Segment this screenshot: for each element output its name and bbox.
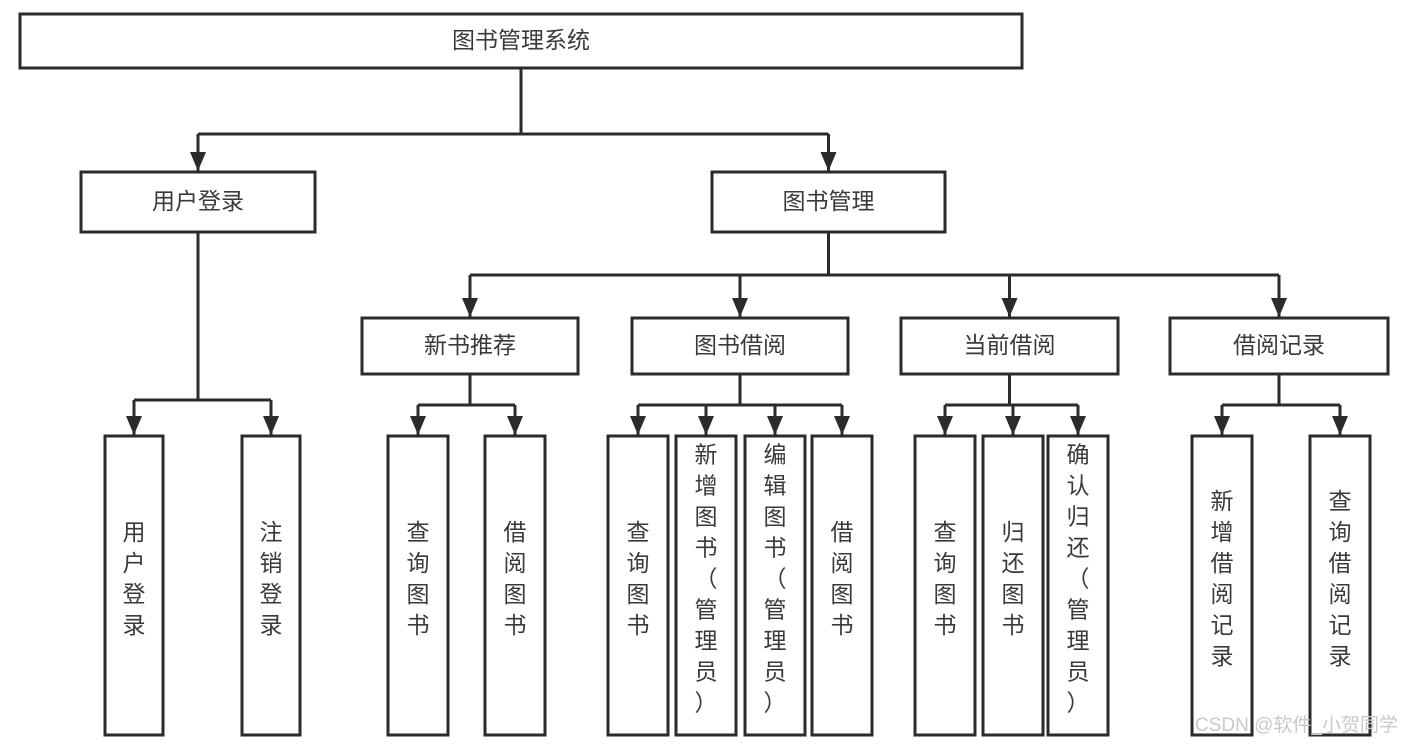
arrow-head-icon <box>630 416 646 435</box>
node-box-leaf-query-book-rec <box>386 434 450 737</box>
node-borrow-record[interactable]: 借阅记录 <box>1168 316 1390 376</box>
arrow-head-icon <box>1332 416 1348 435</box>
node-box-leaf-add-book-admin <box>674 434 738 737</box>
node-leaf-add-book-admin[interactable]: 新增图书（管理员） <box>674 434 738 737</box>
node-label-leaf-query-borrow-record: 查询借阅记录 <box>1329 488 1352 669</box>
node-box-new-book-recommend <box>360 316 580 376</box>
node-leaf-query-borrow-record[interactable]: 查询借阅记录 <box>1308 434 1372 737</box>
node-leaf-borrow-book[interactable]: 借阅图书 <box>810 434 874 737</box>
node-root[interactable]: 图书管理系统 <box>18 12 1024 70</box>
node-box-leaf-query-book-borrow <box>606 434 670 737</box>
node-box-leaf-return-book <box>981 434 1045 737</box>
arrow-head-icon <box>1005 416 1021 435</box>
node-box-borrow-record <box>1168 316 1390 376</box>
node-box-leaf-user-login <box>103 434 165 737</box>
node-label-leaf-user-logout: 注销登录 <box>260 519 283 638</box>
node-label-leaf-user-login: 用户登录 <box>123 519 146 638</box>
arrow-head-icon <box>126 416 142 435</box>
arrow-head-icon <box>732 298 748 317</box>
node-label-borrow-record: 借阅记录 <box>1233 332 1325 358</box>
node-box-leaf-add-borrow-record <box>1190 434 1254 737</box>
node-box-leaf-query-book-current <box>913 434 977 737</box>
node-label-leaf-borrow-book: 借阅图书 <box>831 519 854 638</box>
node-label-leaf-return-book: 归还图书 <box>1002 519 1025 638</box>
node-label-leaf-query-book-current: 查询图书 <box>934 519 957 638</box>
node-label-current-borrow: 当前借阅 <box>964 332 1056 358</box>
arrow-head-icon <box>263 416 279 435</box>
csdn-watermark: CSDN @软件_小贺同学 <box>1195 714 1398 736</box>
node-label-leaf-query-book-rec: 查询图书 <box>407 519 430 638</box>
node-leaf-query-book-rec[interactable]: 查询图书 <box>386 434 450 737</box>
node-box-leaf-user-logout <box>240 434 302 737</box>
connector-lines-layer <box>126 68 1348 435</box>
arrow-head-icon <box>462 298 478 317</box>
nodes-layer: 新书推荐图书借阅当前借阅借阅记录用户登录注销登录查询图书借阅图书查询图书新增图书… <box>18 12 1390 737</box>
node-current-borrow[interactable]: 当前借阅 <box>899 316 1120 376</box>
node-label-leaf-confirm-return-admin: 确认归还（管理员） <box>1067 442 1090 716</box>
node-leaf-query-book-current[interactable]: 查询图书 <box>913 434 977 737</box>
node-box-root <box>18 12 1024 70</box>
node-label-book-borrow: 图书借阅 <box>694 332 786 358</box>
node-box-book-management <box>710 170 947 234</box>
node-label-book-management: 图书管理 <box>783 188 875 214</box>
arrow-head-icon <box>1001 298 1018 317</box>
node-label-leaf-borrow-book-rec: 借阅图书 <box>504 519 527 638</box>
node-leaf-borrow-book-rec[interactable]: 借阅图书 <box>483 434 547 737</box>
node-leaf-query-book-borrow[interactable]: 查询图书 <box>606 434 670 737</box>
node-book-management[interactable]: 图书管理 <box>710 170 947 234</box>
node-box-leaf-edit-book-admin <box>743 434 807 737</box>
arrow-head-icon <box>507 416 523 435</box>
node-label-leaf-query-book-borrow: 查询图书 <box>627 519 650 638</box>
node-box-book-borrow <box>630 316 850 376</box>
arrow-head-icon <box>410 416 426 435</box>
node-leaf-user-login[interactable]: 用户登录 <box>103 434 165 737</box>
node-box-leaf-borrow-book <box>810 434 874 737</box>
node-box-current-borrow <box>899 316 1120 376</box>
node-leaf-user-logout[interactable]: 注销登录 <box>240 434 302 737</box>
arrow-head-icon <box>820 152 837 171</box>
node-leaf-edit-book-admin[interactable]: 编辑图书（管理员） <box>743 434 807 737</box>
node-label-new-book-recommend: 新书推荐 <box>424 332 516 358</box>
node-box-leaf-borrow-book-rec <box>483 434 547 737</box>
node-book-borrow[interactable]: 图书借阅 <box>630 316 850 376</box>
node-label-user-login: 用户登录 <box>152 188 244 214</box>
arrow-head-icon <box>698 416 714 435</box>
node-leaf-add-borrow-record[interactable]: 新增借阅记录 <box>1190 434 1254 737</box>
node-label-leaf-add-borrow-record: 新增借阅记录 <box>1211 488 1234 669</box>
node-box-leaf-query-borrow-record <box>1308 434 1372 737</box>
node-box-user-login <box>79 170 317 234</box>
node-box-leaf-confirm-return-admin <box>1046 434 1110 737</box>
node-user-login[interactable]: 用户登录 <box>79 170 317 234</box>
node-label-root: 图书管理系统 <box>452 27 590 53</box>
arrow-head-icon <box>190 152 206 171</box>
arrow-head-icon <box>834 416 850 435</box>
arrow-head-icon <box>937 416 953 435</box>
node-leaf-return-book[interactable]: 归还图书 <box>981 434 1045 737</box>
arrow-head-icon <box>1271 298 1287 317</box>
node-label-leaf-edit-book-admin: 编辑图书（管理员） <box>764 442 787 716</box>
arrow-head-icon <box>1070 416 1086 435</box>
node-new-book-recommend[interactable]: 新书推荐 <box>360 316 580 376</box>
node-label-leaf-add-book-admin: 新增图书（管理员） <box>695 442 718 716</box>
node-leaf-confirm-return-admin[interactable]: 确认归还（管理员） <box>1046 434 1110 737</box>
arrow-head-icon <box>767 416 783 435</box>
arrow-head-icon <box>1214 416 1230 435</box>
